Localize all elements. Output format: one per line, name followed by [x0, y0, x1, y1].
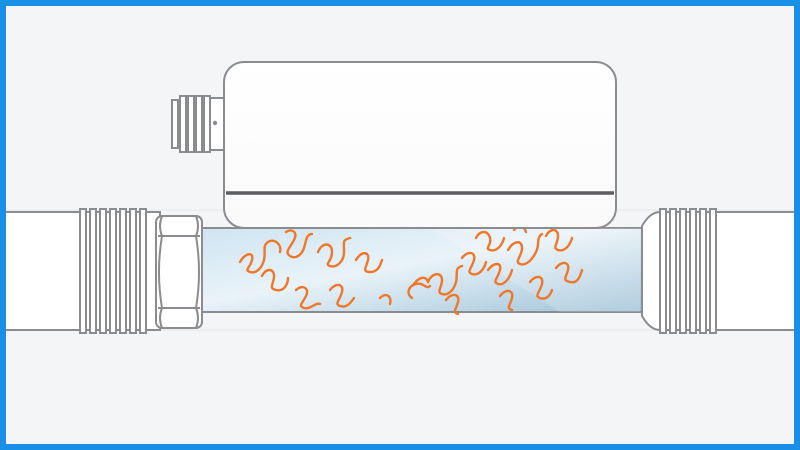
hex-nut-icon [155, 215, 203, 329]
threaded-connector-icon [171, 95, 227, 153]
wavy-signal-icon [238, 225, 584, 316]
pipe-right [641, 208, 794, 334]
pipe-right-threads [659, 208, 717, 334]
pipe-left-threads [79, 208, 147, 334]
meter-housing-icon [223, 61, 617, 229]
measuring-tube [201, 227, 643, 313]
pipe-left [6, 208, 161, 334]
flow-meter-diagram [6, 61, 794, 334]
